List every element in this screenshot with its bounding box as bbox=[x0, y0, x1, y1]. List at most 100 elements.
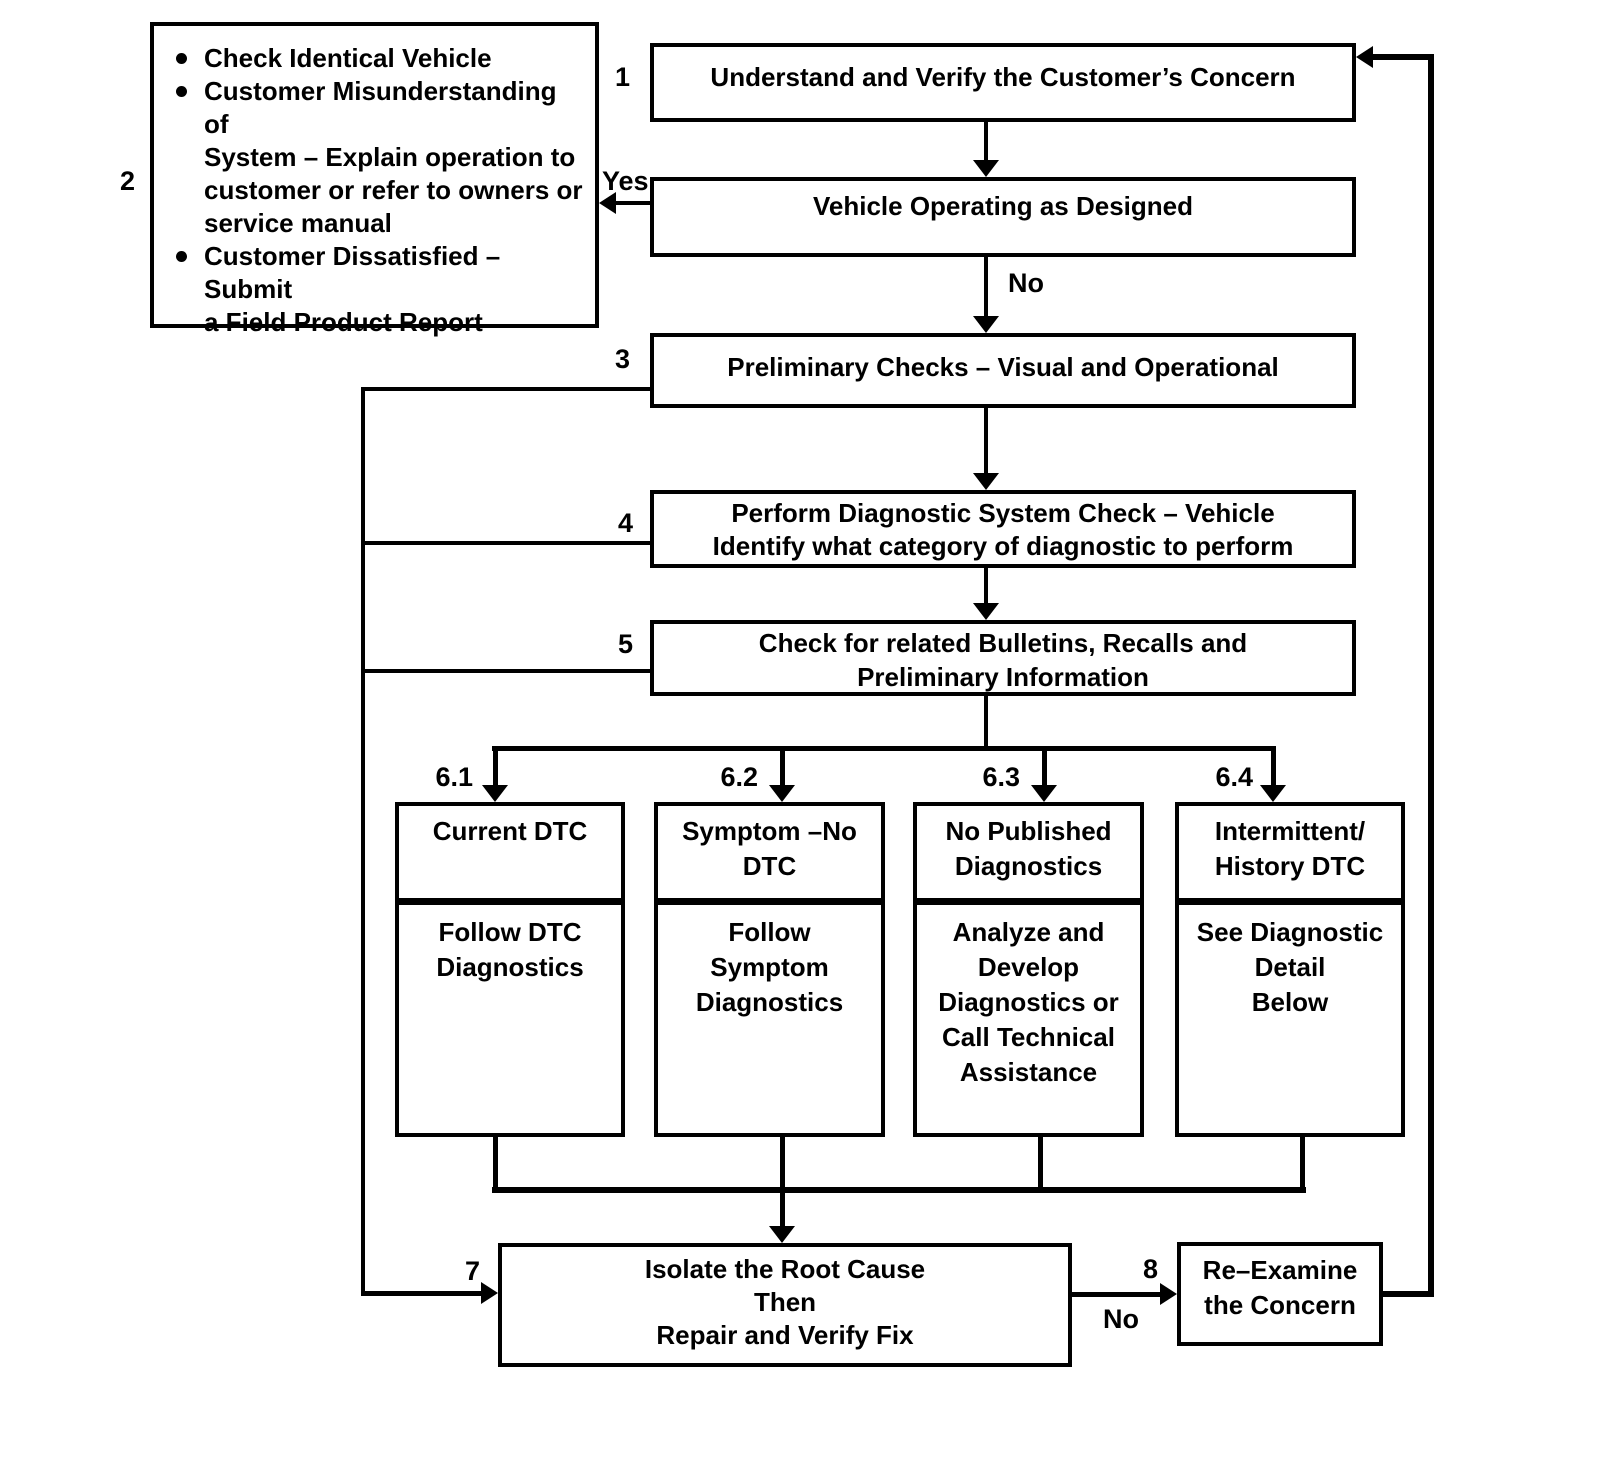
step-number-6-2: 6.2 bbox=[720, 762, 758, 792]
arrowhead-leftbus-into-step7 bbox=[481, 1282, 498, 1304]
node-customer-checks: Check Identical Vehicle Customer Misunde… bbox=[150, 22, 599, 337]
bullet-line: Customer Dissatisfied – Submit bbox=[204, 241, 501, 304]
left-bus-to-step5 bbox=[361, 669, 650, 673]
step-number-3: 3 bbox=[614, 344, 630, 374]
connector-collector-to-step7 bbox=[780, 1137, 785, 1228]
node-understand-concern: Understand and Verify the Customer’s Con… bbox=[650, 43, 1356, 122]
arrowhead-into-branch61 bbox=[482, 785, 508, 802]
connector-bus-to-branch63 bbox=[1042, 749, 1047, 787]
arrowhead-into-step5 bbox=[973, 603, 999, 620]
body-line: Symptom bbox=[710, 952, 829, 982]
branch-distribution-bus bbox=[492, 746, 1276, 751]
arrowhead-into-step8 bbox=[1160, 1283, 1177, 1305]
left-bus-to-step3 bbox=[361, 387, 650, 391]
return-loop-bottom bbox=[1383, 1291, 1434, 1297]
body-line: See Diagnostic bbox=[1196, 917, 1384, 947]
node-check-bulletins: Check for related Bulletins, Recalls and… bbox=[650, 620, 1356, 696]
body-line: Follow DTC bbox=[438, 917, 582, 947]
bullet-line: service manual bbox=[204, 208, 392, 238]
connector-branch61-to-collector bbox=[493, 1137, 498, 1190]
step-number-6-3: 6.3 bbox=[982, 762, 1020, 792]
arrowhead-into-branch64 bbox=[1260, 785, 1286, 802]
no-label-reexamine: No bbox=[1103, 1304, 1139, 1334]
left-bus-to-step7 bbox=[361, 1291, 483, 1296]
step-number-1: 1 bbox=[614, 62, 630, 92]
node-isolate-root-cause-line1: Isolate the Root Cause bbox=[644, 1254, 926, 1284]
node-vehicle-operating-as-designed: Vehicle Operating as Designed bbox=[650, 177, 1356, 257]
connector-bus-to-branch64 bbox=[1271, 749, 1276, 787]
node-isolate-root-cause-line3: Repair and Verify Fix bbox=[656, 1320, 914, 1350]
customer-checks-list: Check Identical Vehicle Customer Misunde… bbox=[154, 26, 595, 339]
connector-branch64-to-collector bbox=[1300, 1137, 1305, 1190]
connector-step3-to-step4 bbox=[984, 408, 988, 477]
node-current-dtc-body: Follow DTC Diagnostics bbox=[399, 905, 621, 985]
step-number-6-1: 6.1 bbox=[435, 762, 473, 792]
arrowhead-into-step3 bbox=[973, 316, 999, 333]
node-no-published-diagnostics: No Published Diagnostics Analyze and Dev… bbox=[913, 802, 1144, 1137]
connector-step4-to-step5 bbox=[984, 568, 988, 607]
header-line: DTC bbox=[742, 851, 797, 881]
body-line: Analyze and bbox=[952, 917, 1105, 947]
node-diagnostic-system-check-line1: Perform Diagnostic System Check – Vehicl… bbox=[731, 498, 1275, 528]
node-no-published-diagnostics-header: No Published Diagnostics bbox=[917, 806, 1140, 905]
no-label-vehicle: No bbox=[1008, 268, 1044, 298]
node-isolate-root-cause-line2: Then bbox=[753, 1287, 817, 1317]
step-number-7: 7 bbox=[464, 1256, 480, 1286]
connector-decision-yes bbox=[614, 201, 650, 205]
arrowhead-into-branch63 bbox=[1031, 785, 1057, 802]
node-reexamine-concern-line1: Re–Examine bbox=[1202, 1255, 1358, 1285]
step-number-5: 5 bbox=[617, 629, 633, 659]
body-line: Detail bbox=[1254, 952, 1326, 982]
arrowhead-into-step4 bbox=[973, 473, 999, 490]
header-line: Intermittent/ bbox=[1214, 816, 1366, 846]
node-intermittent-history-dtc-header: Intermittent/ History DTC bbox=[1179, 806, 1401, 905]
node-diagnostic-system-check-line2: Identify what category of diagnostic to … bbox=[712, 531, 1294, 561]
connector-step7-to-step8 bbox=[1072, 1292, 1162, 1297]
return-loop-vertical bbox=[1428, 54, 1434, 1297]
step-number-6-4: 6.4 bbox=[1215, 762, 1253, 792]
list-item: Customer Misunderstanding of System – Ex… bbox=[154, 75, 587, 240]
node-symptom-no-dtc-header: Symptom –No DTC bbox=[658, 806, 881, 905]
body-line: Develop bbox=[977, 952, 1080, 982]
header-line: Symptom –No bbox=[682, 816, 857, 846]
arrowhead-into-branch62 bbox=[769, 785, 795, 802]
step-number-2: 2 bbox=[119, 166, 135, 196]
body-line: Assistance bbox=[959, 1057, 1098, 1087]
node-vehicle-operating-text: Vehicle Operating as Designed bbox=[812, 191, 1194, 221]
list-item: Customer Dissatisfied – Submit a Field P… bbox=[154, 240, 587, 339]
connector-branch63-to-collector bbox=[1038, 1137, 1043, 1190]
bullet-line: Customer Misunderstanding of bbox=[204, 76, 557, 139]
arrowhead-into-step7 bbox=[769, 1226, 795, 1243]
connector-decision-no-to-step3 bbox=[984, 257, 988, 320]
header-line: History DTC bbox=[1214, 851, 1366, 881]
left-bus-to-step4 bbox=[361, 541, 650, 545]
node-check-bulletins-line2: Preliminary Information bbox=[857, 662, 1149, 692]
node-intermittent-history-dtc-body: See Diagnostic Detail Below bbox=[1179, 905, 1401, 1020]
bullet-line: Check Identical Vehicle bbox=[204, 43, 492, 73]
node-check-bulletins-line1: Check for related Bulletins, Recalls and bbox=[758, 628, 1248, 658]
node-preliminary-checks-text: Preliminary Checks – Visual and Operatio… bbox=[727, 352, 1279, 382]
bullet-line: System – Explain operation to bbox=[204, 142, 576, 172]
body-line: Call Technical bbox=[942, 1022, 1115, 1052]
step-number-8: 8 bbox=[1142, 1254, 1158, 1284]
connector-bus-to-branch61 bbox=[493, 749, 498, 787]
body-line: Diagnostics bbox=[695, 987, 844, 1017]
bullet-line: customer or refer to owners or bbox=[204, 175, 583, 205]
connector-step1-to-decision bbox=[984, 122, 988, 164]
step-number-4: 4 bbox=[617, 508, 633, 538]
node-intermittent-history-dtc: Intermittent/ History DTC See Diagnostic… bbox=[1175, 802, 1405, 1137]
return-loop-top bbox=[1371, 54, 1434, 60]
body-line: Diagnostics or bbox=[938, 987, 1119, 1017]
node-isolate-root-cause: Isolate the Root Cause Then Repair and V… bbox=[498, 1243, 1072, 1367]
body-line: Follow bbox=[728, 917, 811, 947]
arrowhead-into-step2 bbox=[599, 192, 616, 214]
body-line: Diagnostics bbox=[436, 952, 584, 982]
list-item: Check Identical Vehicle bbox=[154, 42, 587, 75]
node-preliminary-checks: Preliminary Checks – Visual and Operatio… bbox=[650, 333, 1356, 408]
header-line: No Published bbox=[945, 816, 1112, 846]
node-no-published-diagnostics-body: Analyze and Develop Diagnostics or Call … bbox=[917, 905, 1140, 1090]
header-line: Diagnostics bbox=[954, 851, 1103, 881]
node-reexamine-concern-line2: the Concern bbox=[1204, 1290, 1356, 1320]
connector-step5-to-branch-bus bbox=[984, 696, 988, 750]
